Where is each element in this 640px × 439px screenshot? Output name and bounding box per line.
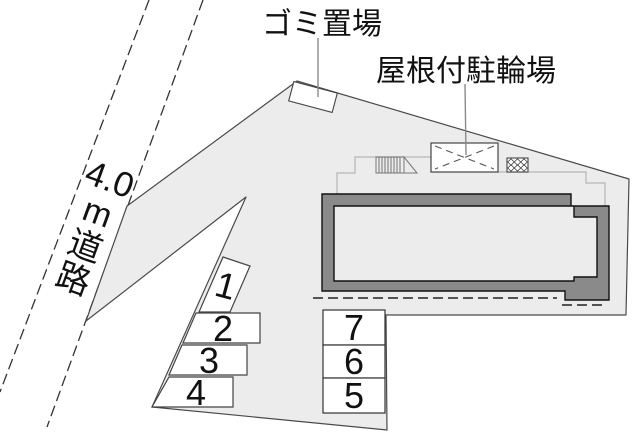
parking-stalls-left: 1 2 3 4 bbox=[150, 256, 261, 413]
bike-shed-label: 屋根付駐輪場 bbox=[376, 55, 556, 88]
parking-stall-5-number: 5 bbox=[344, 375, 364, 416]
bike-shed-cross-line-1 bbox=[434, 145, 495, 170]
parking-stall-5 bbox=[322, 377, 386, 414]
bike-shed-outline bbox=[430, 142, 499, 173]
parking-stalls-right: 7 6 5 bbox=[322, 307, 386, 416]
parking-stall-2 bbox=[182, 312, 261, 344]
parking-stall-4-number: 4 bbox=[186, 372, 206, 413]
utility-box-icon bbox=[506, 157, 529, 173]
parking-stall-1 bbox=[198, 256, 251, 313]
parking-stall-4 bbox=[150, 376, 234, 408]
setback-dashed-line bbox=[313, 297, 604, 306]
parking-stall-7-number: 7 bbox=[344, 307, 364, 348]
bike-shed-leader-line bbox=[464, 83, 467, 156]
parking-stall-6 bbox=[322, 344, 386, 379]
stairs-hatch bbox=[378, 157, 401, 173]
parking-stall-3 bbox=[168, 344, 248, 376]
parking-stall-6-number: 6 bbox=[344, 341, 364, 382]
garbage-area-outline bbox=[288, 80, 338, 114]
stairs-icon bbox=[375, 155, 419, 174]
bike-shed-cross-line-2 bbox=[434, 145, 495, 170]
garbage-area-icon bbox=[288, 80, 338, 114]
parking-stall-2-number: 2 bbox=[213, 308, 233, 349]
bike-shed-icon bbox=[430, 142, 499, 173]
stairs-ramp bbox=[403, 155, 419, 174]
utility-box-hatch bbox=[507, 158, 528, 172]
building-footprint bbox=[321, 193, 610, 301]
parking-stall-3-number: 3 bbox=[199, 340, 219, 381]
parking-stall-7 bbox=[322, 309, 386, 346]
road-west-boundary-line bbox=[0, 0, 150, 393]
garbage-area-label: ゴミ置場 bbox=[262, 8, 382, 41]
